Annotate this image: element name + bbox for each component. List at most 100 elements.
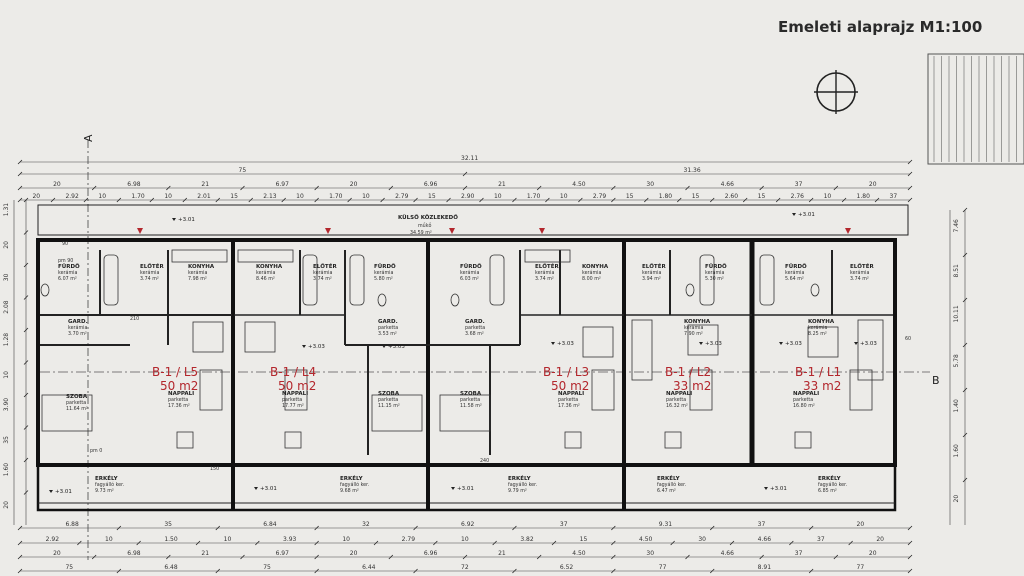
room-area: 7.98 m² bbox=[188, 276, 207, 282]
room-name: ELŐTÉR bbox=[642, 262, 666, 270]
room-name: KONYHA bbox=[188, 264, 215, 270]
room-material: parketta bbox=[793, 397, 813, 403]
dimension-value: 75 bbox=[239, 167, 247, 174]
room-area: 3.74 m² bbox=[313, 276, 332, 282]
dimension-value: 6.84 bbox=[263, 521, 277, 528]
room-area: 3.94 m² bbox=[642, 276, 661, 282]
dimension-value: 32.11 bbox=[461, 155, 478, 162]
plan-title: Emeleti alaprajz M1:100 bbox=[778, 18, 982, 36]
room-area: 7.90 m² bbox=[684, 331, 703, 337]
dimension-value: 20 bbox=[32, 193, 40, 200]
room-material: kerámia bbox=[140, 269, 159, 276]
entry-markers bbox=[137, 228, 851, 234]
room-name: ELŐTÉR bbox=[313, 262, 337, 270]
room-material: parketta bbox=[168, 397, 188, 403]
corridor-material: műkő bbox=[418, 223, 431, 229]
dimension-value: 30 bbox=[3, 273, 10, 281]
north-arrow-icon bbox=[814, 70, 858, 114]
room-material: fagyálló ker. bbox=[818, 481, 847, 488]
dimension-value: 2.79 bbox=[395, 193, 409, 200]
dimension-value: 20 bbox=[869, 181, 877, 188]
room-area: 5.64 m² bbox=[785, 276, 804, 282]
room-material: fagyálló ker. bbox=[340, 481, 369, 488]
dimension-value: 21 bbox=[498, 550, 506, 557]
room-area: 6.85 m² bbox=[818, 488, 837, 494]
dimension-value: 20 bbox=[53, 181, 61, 188]
dimension-value: 1.60 bbox=[953, 444, 960, 458]
room-material: parketta bbox=[378, 397, 398, 403]
dimension-value: 2.79 bbox=[593, 193, 607, 200]
dimension-value: 10.11 bbox=[953, 305, 960, 322]
room-area: 8.46 m² bbox=[256, 276, 275, 282]
unit-label: B-1 / L5 bbox=[152, 365, 198, 379]
room-name: FÜRDŐ bbox=[785, 263, 807, 270]
room-name: SZOBA bbox=[460, 391, 482, 397]
dimension-value: 72 bbox=[461, 564, 469, 571]
room-area: 6.07 m² bbox=[58, 276, 77, 282]
dimension-value: 15 bbox=[428, 193, 436, 200]
misc-label: 60 bbox=[905, 336, 911, 342]
dimension-value: 2.92 bbox=[46, 536, 60, 543]
room-name: ELŐTÉR bbox=[850, 262, 874, 270]
room-area: 6.47 m² bbox=[657, 488, 676, 494]
level-mark: +3.01 bbox=[260, 486, 277, 492]
room-name: NAPPALI bbox=[666, 391, 692, 397]
room-name: NAPPALI bbox=[558, 391, 584, 397]
room-area: 3.53 m² bbox=[378, 331, 397, 337]
level-mark: +3.03 bbox=[388, 344, 405, 350]
dimension-value: 2.60 bbox=[725, 193, 739, 200]
dimension-value: 1.40 bbox=[953, 399, 960, 413]
stair-block bbox=[927, 53, 1024, 165]
dimension-value: 10 bbox=[98, 193, 106, 200]
dimension-value: 6.96 bbox=[424, 550, 438, 557]
room-area: 8.25 m² bbox=[808, 331, 827, 337]
section-line-a: A bbox=[82, 134, 95, 560]
dimension-value: 8.91 bbox=[758, 564, 772, 571]
room-material: parketta bbox=[465, 325, 485, 331]
room-material: kerámia bbox=[68, 324, 87, 331]
unit-label: B-1 / L1 bbox=[795, 365, 841, 379]
dimension-value: 15 bbox=[230, 193, 238, 200]
room-name: GARD. bbox=[465, 319, 485, 325]
dimension-value: 32 bbox=[362, 521, 370, 528]
room-name: ELŐTÉR bbox=[535, 262, 559, 270]
dimension-value: 20 bbox=[857, 521, 865, 528]
dimension-value: 6.48 bbox=[164, 564, 178, 571]
dimension-value: 4.50 bbox=[572, 181, 586, 188]
unit-area: 33 m2 bbox=[803, 379, 841, 393]
dimension-value: 9.31 bbox=[659, 521, 673, 528]
unit-label: B-1 / L4 bbox=[270, 365, 316, 379]
room-name: FÜRDŐ bbox=[460, 263, 482, 270]
dimension-value: 20 bbox=[3, 501, 10, 509]
dimension-value: 4.66 bbox=[721, 181, 735, 188]
section-line-b: B bbox=[40, 371, 940, 387]
dimension-value: 37 bbox=[795, 550, 803, 557]
dimension-value: 20 bbox=[350, 550, 358, 557]
room-material: kerámia bbox=[58, 269, 77, 276]
dimension-value: 1.60 bbox=[3, 463, 10, 477]
unit-area: 33 m2 bbox=[673, 379, 711, 393]
level-mark: +3.03 bbox=[557, 341, 574, 347]
room-name: ELŐTÉR bbox=[140, 262, 164, 270]
room-area: 11.58 m² bbox=[460, 403, 482, 409]
room-material: parketta bbox=[66, 400, 86, 406]
unit-area: 50 m2 bbox=[160, 379, 198, 393]
dimension-value: 20 bbox=[53, 550, 61, 557]
room-area: 8.00 m² bbox=[582, 276, 601, 282]
dimension-value: 6.52 bbox=[560, 564, 574, 571]
room-area: 11.64 m² bbox=[66, 406, 88, 412]
level-mark: +3.01 bbox=[178, 217, 195, 223]
room-area: 9.73 m² bbox=[95, 488, 114, 494]
room-name: ERKÉLY bbox=[508, 474, 532, 482]
room-name: FÜRDŐ bbox=[705, 263, 727, 270]
dimension-value: 75 bbox=[263, 564, 271, 571]
dimension-value: 6.98 bbox=[127, 181, 141, 188]
dimension-value: 4.66 bbox=[721, 550, 735, 557]
room-material: kerámia bbox=[705, 269, 724, 276]
dimension-value: 35 bbox=[3, 436, 10, 444]
room-material: kerámia bbox=[808, 324, 827, 331]
dimension-value: 8.51 bbox=[953, 264, 960, 278]
dimension-value: 4.50 bbox=[572, 550, 586, 557]
